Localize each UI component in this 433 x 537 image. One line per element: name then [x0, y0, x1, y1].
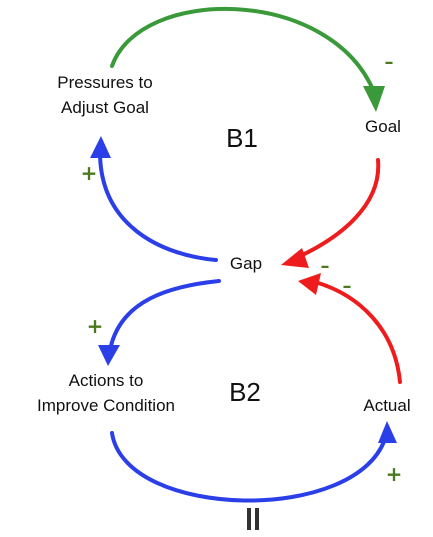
arrowhead-pressures	[90, 136, 111, 158]
polarity-gap-pressures: +	[81, 161, 98, 185]
polarity-goal-gap: –	[321, 256, 330, 277]
loop-label-b1: B1	[226, 123, 258, 153]
delay-marker-icon	[247, 508, 259, 530]
node-actions-line2: Improve Condition	[37, 396, 175, 415]
node-goal: Goal	[365, 117, 401, 136]
polarity-pressures-goal: –	[385, 52, 394, 73]
arrowhead-gap-from-goal	[281, 248, 309, 268]
node-actual: Actual	[363, 396, 410, 415]
arrowhead-goal	[363, 86, 385, 112]
arrowhead-actual	[378, 421, 397, 443]
polarity-actual-gap: –	[343, 276, 352, 297]
node-gap: Gap	[230, 254, 262, 273]
polarity-gap-actions: +	[87, 314, 104, 338]
link-gap-to-pressures	[98, 150, 218, 262]
node-pressures-line1: Pressures to	[57, 73, 152, 92]
arrowhead-actions	[98, 345, 120, 366]
link-gap-to-actions	[108, 279, 221, 352]
loop-label-b2: B2	[229, 377, 261, 407]
link-actions-to-actual	[110, 431, 388, 503]
node-pressures-line2: Adjust Goal	[61, 98, 149, 117]
arrowhead-gap-from-actual	[298, 273, 321, 295]
polarity-actions-actual: +	[386, 462, 403, 486]
link-goal-to-gap	[294, 158, 381, 260]
link-pressures-to-goal	[110, 6, 376, 94]
node-actions-line1: Actions to	[69, 371, 144, 390]
link-actual-to-gap	[313, 280, 402, 384]
